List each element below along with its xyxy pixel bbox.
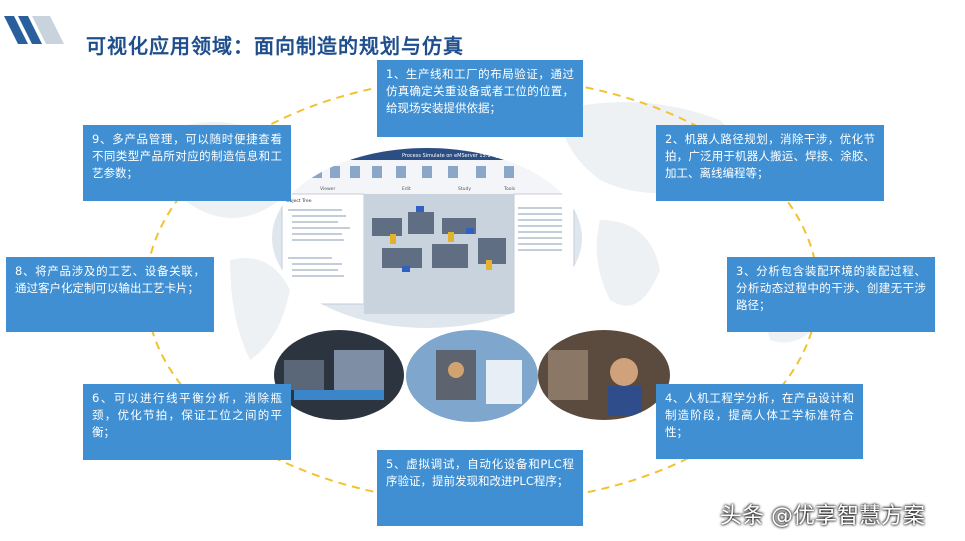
card-text: 5、虚拟调试，自动化设备和PLC程序验证，提前发现和改进PLC程序； bbox=[386, 457, 574, 488]
card-text: 2、机器人路径规划，消除干涉，优化节拍，广泛用于机器人搬运、焊接、涂胶、加工、离… bbox=[665, 132, 875, 180]
page-title: 可视化应用领域：面向制造的规划与仿真 bbox=[86, 34, 464, 58]
card-text: 9、多产品管理，可以随时便捷查看不同类型产品所对应的制造信息和工艺参数； bbox=[92, 132, 282, 180]
card-ergonomics-analysis: 4、人机工程学分析，在产品设计和制造阶段，提高人体工学标准符合性； bbox=[656, 384, 863, 459]
object-tree-header: Object Tree bbox=[286, 198, 312, 204]
card-text: 8、将产品涉及的工艺、设备关联，通过客户化定制可以输出工艺卡片； bbox=[15, 264, 205, 295]
simulation-software-screenshot: Process Simulate on eMServer 15.1 - [Mfr… bbox=[272, 148, 582, 328]
card-text: 1、生产线和工厂的布局验证，通过仿真确定关重设备或者工位的位置，给现场安装提供依… bbox=[386, 67, 574, 115]
virtual-commissioning-image bbox=[406, 330, 538, 422]
card-virtual-commissioning: 5、虚拟调试，自动化设备和PLC程序验证，提前发现和改进PLC程序； bbox=[377, 450, 583, 526]
ribbon-group-viewer: Viewer bbox=[320, 186, 335, 192]
card-text: 4、人机工程学分析，在产品设计和制造阶段，提高人体工学标准符合性； bbox=[665, 391, 854, 439]
card-line-balancing: 6、可以进行线平衡分析，消除瓶颈，优化节拍，保证工位之间的平衡； bbox=[83, 384, 291, 460]
ergonomics-image bbox=[538, 330, 670, 420]
watermark-text: 头条 @优享智慧方案 bbox=[720, 504, 925, 529]
card-assembly-analysis: 3、分析包含装配环境的装配过程、分析动态过程中的干涉、创建无干涉路径； bbox=[727, 257, 935, 332]
card-layout-verification: 1、生产线和工厂的布局验证，通过仿真确定关重设备或者工位的位置，给现场安装提供依… bbox=[377, 60, 583, 137]
card-process-card: 8、将产品涉及的工艺、设备关联，通过客户化定制可以输出工艺卡片； bbox=[6, 257, 214, 332]
line-balancing-image bbox=[274, 330, 404, 420]
software-window-title: Process Simulate on eMServer 15.1 - [Mfr… bbox=[402, 153, 518, 159]
card-text: 6、可以进行线平衡分析，消除瓶颈，优化节拍，保证工位之间的平衡； bbox=[92, 391, 282, 439]
logo-chevron-icon bbox=[4, 16, 64, 44]
ribbon-group-tools: Tools bbox=[503, 186, 516, 192]
card-text: 3、分析包含装配环境的装配过程、分析动态过程中的干涉、创建无干涉路径； bbox=[736, 264, 926, 312]
ribbon-group-study: Study bbox=[458, 186, 471, 192]
card-robot-path-planning: 2、机器人路径规划，消除干涉，优化节拍，广泛用于机器人搬运、焊接、涂胶、加工、离… bbox=[656, 125, 884, 201]
card-product-management: 9、多产品管理，可以随时便捷查看不同类型产品所对应的制造信息和工艺参数； bbox=[83, 125, 291, 201]
ribbon-group-edit: Edit bbox=[402, 186, 411, 192]
